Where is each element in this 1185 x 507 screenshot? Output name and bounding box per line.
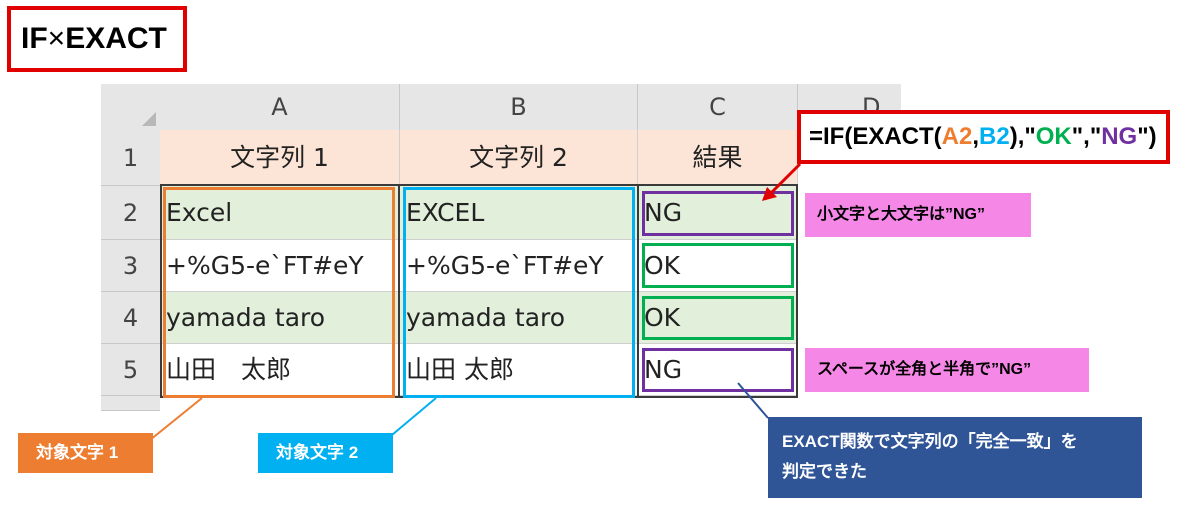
column-divider-ab bbox=[398, 184, 400, 398]
column-header-b[interactable]: B bbox=[400, 84, 638, 130]
cell-b1[interactable]: 文字列 2 bbox=[400, 130, 638, 186]
result-c4-highlight bbox=[642, 296, 794, 340]
cell-c3[interactable]: OK bbox=[638, 240, 798, 292]
formula-ref-a2: A2 bbox=[941, 123, 973, 150]
row-header-1[interactable]: 1 bbox=[101, 130, 160, 186]
formula-part3: "," bbox=[1071, 123, 1102, 150]
tag-target1: 対象文字 1 bbox=[18, 433, 153, 473]
row-header-5[interactable]: 5 bbox=[101, 344, 160, 396]
formula-part2: )," bbox=[1009, 123, 1036, 150]
column-header-a[interactable]: A bbox=[160, 84, 400, 130]
formula-comma: , bbox=[972, 123, 980, 150]
tag-target2: 対象文字 2 bbox=[258, 433, 393, 473]
formula-callout: =IF(EXACT(A2,B2),"OK","NG") bbox=[797, 110, 1170, 164]
select-all-triangle-icon bbox=[142, 112, 156, 126]
column-header-c[interactable]: C bbox=[638, 84, 798, 130]
cell-b4[interactable]: yamada taro bbox=[400, 292, 638, 344]
column-divider-bc bbox=[637, 184, 639, 398]
target1-highlight bbox=[163, 187, 395, 398]
cell-a1[interactable]: 文字列 1 bbox=[160, 130, 400, 186]
title-box: IF×EXACT bbox=[7, 6, 187, 72]
cell-a5[interactable]: 山田 太郎 bbox=[160, 344, 400, 396]
cell-b5[interactable]: 山田 太郎 bbox=[400, 344, 638, 396]
row-header-3[interactable]: 3 bbox=[101, 240, 160, 292]
title-if: IF bbox=[21, 22, 48, 55]
title-exact: EXACT bbox=[65, 22, 167, 55]
result-c2-highlight bbox=[642, 191, 794, 236]
cell-b3[interactable]: +%G5-e`FT#eY bbox=[400, 240, 638, 292]
cell-a3[interactable]: +%G5-e`FT#eY bbox=[160, 240, 400, 292]
title-times: × bbox=[47, 22, 66, 55]
cell-c1[interactable]: 結果 bbox=[638, 130, 798, 186]
formula-ng: NG bbox=[1101, 123, 1138, 150]
cell-c4[interactable]: OK bbox=[638, 292, 798, 344]
result-c3-highlight bbox=[642, 243, 794, 288]
row-header-6-partial[interactable] bbox=[101, 396, 160, 411]
note-exact-conclusion: EXACT関数で文字列の「完全一致」を 判定できた bbox=[768, 417, 1142, 498]
result-c5-highlight bbox=[642, 348, 794, 392]
select-all-corner[interactable] bbox=[101, 84, 160, 130]
note-case-sensitive: 小文字と大文字は”NG” bbox=[805, 193, 1031, 237]
note-exact-line2: 判定できた bbox=[782, 462, 867, 481]
note-space-width: スペースが全角と半角で”NG” bbox=[805, 348, 1089, 392]
formula-ref-b2: B2 bbox=[979, 123, 1010, 150]
row-header-4[interactable]: 4 bbox=[101, 292, 160, 344]
formula-part1: =IF(EXACT( bbox=[809, 123, 942, 150]
cell-a2[interactable]: Excel bbox=[160, 186, 400, 240]
cell-c5[interactable]: NG bbox=[638, 344, 798, 396]
target2-highlight bbox=[403, 187, 635, 398]
note-exact-line1: EXACT関数で文字列の「完全一致」を bbox=[782, 432, 1078, 451]
row-header-2[interactable]: 2 bbox=[101, 186, 160, 240]
cell-a4[interactable]: yamada taro bbox=[160, 292, 400, 344]
formula-part4: ") bbox=[1137, 123, 1157, 150]
formula-ok: OK bbox=[1035, 123, 1072, 150]
